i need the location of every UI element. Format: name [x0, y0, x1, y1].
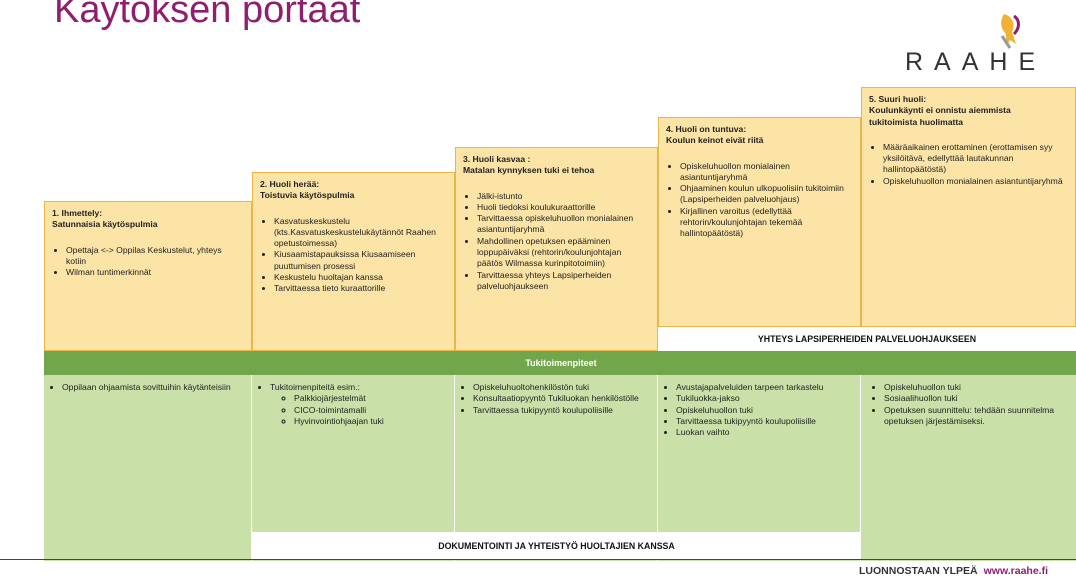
stair-2-list: Kasvatuskeskustelu (kts.Kasvatuskeskuste…: [260, 216, 446, 295]
footer: LUONNOSTAAN YLPEÄ www.raahe.fi: [859, 565, 1048, 577]
list-item: Konsultaatiopyyntö Tukiluokan henkilöstö…: [473, 393, 651, 404]
support-col-2: Tukitoimenpiteitä esim.: Palkkiojärjeste…: [252, 375, 455, 561]
list-item: Mahdollinen opetuksen epääminen loppupäi…: [477, 236, 649, 270]
list-item: Tarvittaessa opiskeluhuollon monialainen…: [477, 213, 649, 236]
stair-5-list: Määräaikainen erottaminen (erottamisen s…: [869, 142, 1067, 187]
list-item: Tarvittaessa yhteys Lapsiperheiden palve…: [477, 270, 649, 293]
stair-3-list: Jälki-istunto Huoli tiedoksi koulukuraat…: [463, 191, 649, 293]
sub-list-item: CICO-toimintamalli: [294, 405, 448, 416]
footer-divider: [0, 559, 1076, 560]
stair-2: 2. Huoli herää: Toistuvia käytöspulmia K…: [252, 172, 455, 351]
footer-slogan: LUONNOSTAAN YLPEÄ: [858, 565, 978, 577]
list-item: Oppilaan ohjaamista sovittuihin käytänte…: [62, 382, 245, 393]
stair-3-heading: 3. Huoli kasvaa : Matalan kynnyksen tuki…: [463, 154, 595, 176]
list-item: Tarvittaessa tieto kuraattorille: [274, 283, 446, 294]
support-col-4: Avustajapalveluiden tarpeen tarkastelu T…: [658, 375, 861, 561]
list-item: Luokan vaihto: [676, 427, 854, 438]
list-item: Opetuksen suunnittelu: tehdään suunnitel…: [884, 405, 1070, 428]
list-item: Kasvatuskeskustelu (kts.Kasvatuskeskuste…: [274, 216, 446, 250]
list-item: Keskustelu huoltajan kanssa: [274, 272, 446, 283]
raahe-logo-text: RAAHE: [905, 48, 1047, 76]
stair-5-heading: 5. Suuri huoli: Koulunkäynti ei onnistu …: [869, 94, 1011, 127]
stair-4-list: Opiskeluhuollon monialainen asiantuntija…: [666, 161, 852, 240]
stair-2-heading: 2. Huoli herää: Toistuvia käytöspulmia: [260, 179, 355, 201]
support-area: [44, 375, 1076, 561]
list-item: Tukitoimenpiteitä esim.: Palkkiojärjeste…: [270, 382, 448, 427]
list-item: Tukiluokka-jakso: [676, 393, 854, 404]
stair-4-heading: 4. Huoli on tuntuva: Koulun keinot eivät…: [666, 124, 764, 146]
list-item: Tarvittaessa tukipyyntö koulupoliisille: [676, 416, 854, 427]
footer-url-link[interactable]: www.raahe.fi: [983, 565, 1048, 577]
list-item: Avustajapalveluiden tarpeen tarkastelu: [676, 382, 854, 393]
slide-title: Käytöksen portaat: [54, 0, 361, 31]
sub-list-item: Palkkiojärjestelmät: [294, 393, 448, 404]
stair-1: 1. Ihmettely: Satunnaisia käytöspulmia O…: [44, 201, 252, 351]
list-item: Kirjallinen varoitus (edellyttää rehtori…: [680, 206, 852, 240]
list-item: Määräaikainen erottaminen (erottamisen s…: [883, 142, 1067, 176]
list-item: Opiskeluhuollon tuki: [676, 405, 854, 416]
list-item: Opiskeluhuollon monialainen asiantuntija…: [680, 161, 852, 184]
support-col-5: Opiskeluhuollon tuki Sosiaalihuollon tuk…: [861, 375, 1076, 561]
list-item: Opettaja <-> Oppilas Keskustelut, yhteys…: [66, 245, 243, 268]
stair-4: 4. Huoli on tuntuva: Koulun keinot eivät…: [658, 117, 861, 327]
list-item: Kiusaamistapauksissa Kiusaamiseen puuttu…: [274, 249, 446, 272]
list-item: Opiskeluhuoltohenkilöstön tuki: [473, 382, 651, 393]
list-item: Wilman tuntimerkinnät: [66, 267, 243, 278]
list-item: Tarvittaessa tukipyyntö koulupoliisille: [473, 405, 651, 416]
list-item: Jälki-istunto: [477, 191, 649, 202]
support-col-3: Opiskeluhuoltohenkilöstön tuki Konsultaa…: [455, 375, 658, 561]
stair-1-list: Opettaja <-> Oppilas Keskustelut, yhteys…: [52, 245, 243, 279]
stair-3: 3. Huoli kasvaa : Matalan kynnyksen tuki…: [455, 147, 658, 351]
list-item: Huoli tiedoksi koulukuraattorille: [477, 202, 649, 213]
raahe-logo-icon: [1000, 14, 1020, 49]
dokumentointi-bar: DOKUMENTOINTI JA YHTEISTYÖ HUOLTAJIEN KA…: [252, 532, 861, 559]
tukitoimenpiteet-band: Tukitoimenpiteet: [44, 351, 1076, 375]
stair-1-heading: 1. Ihmettely: Satunnaisia käytöspulmia: [52, 208, 158, 230]
list-item: Sosiaalihuollon tuki: [884, 393, 1070, 404]
sub-list: Palkkiojärjestelmät CICO-toimintamalli H…: [270, 393, 448, 427]
support-col-1: Oppilaan ohjaamista sovittuihin käytänte…: [44, 375, 252, 561]
stair-5: 5. Suuri huoli: Koulunkäynti ei onnistu …: [861, 87, 1076, 327]
sub-list-item: Hyvinvointiohjaajan tuki: [294, 416, 448, 427]
lapsiperheet-bar: YHTEYS LAPSIPERHEIDEN PALVELUOHJAUKSEEN: [658, 327, 1076, 351]
list-item: Ohjaaminen koulun ulkopuolisiin tukitoim…: [680, 183, 852, 206]
list-item: Opiskeluhuollon tuki: [884, 382, 1070, 393]
list-item: Opiskeluhuollon monialainen asiantuntija…: [883, 176, 1067, 187]
